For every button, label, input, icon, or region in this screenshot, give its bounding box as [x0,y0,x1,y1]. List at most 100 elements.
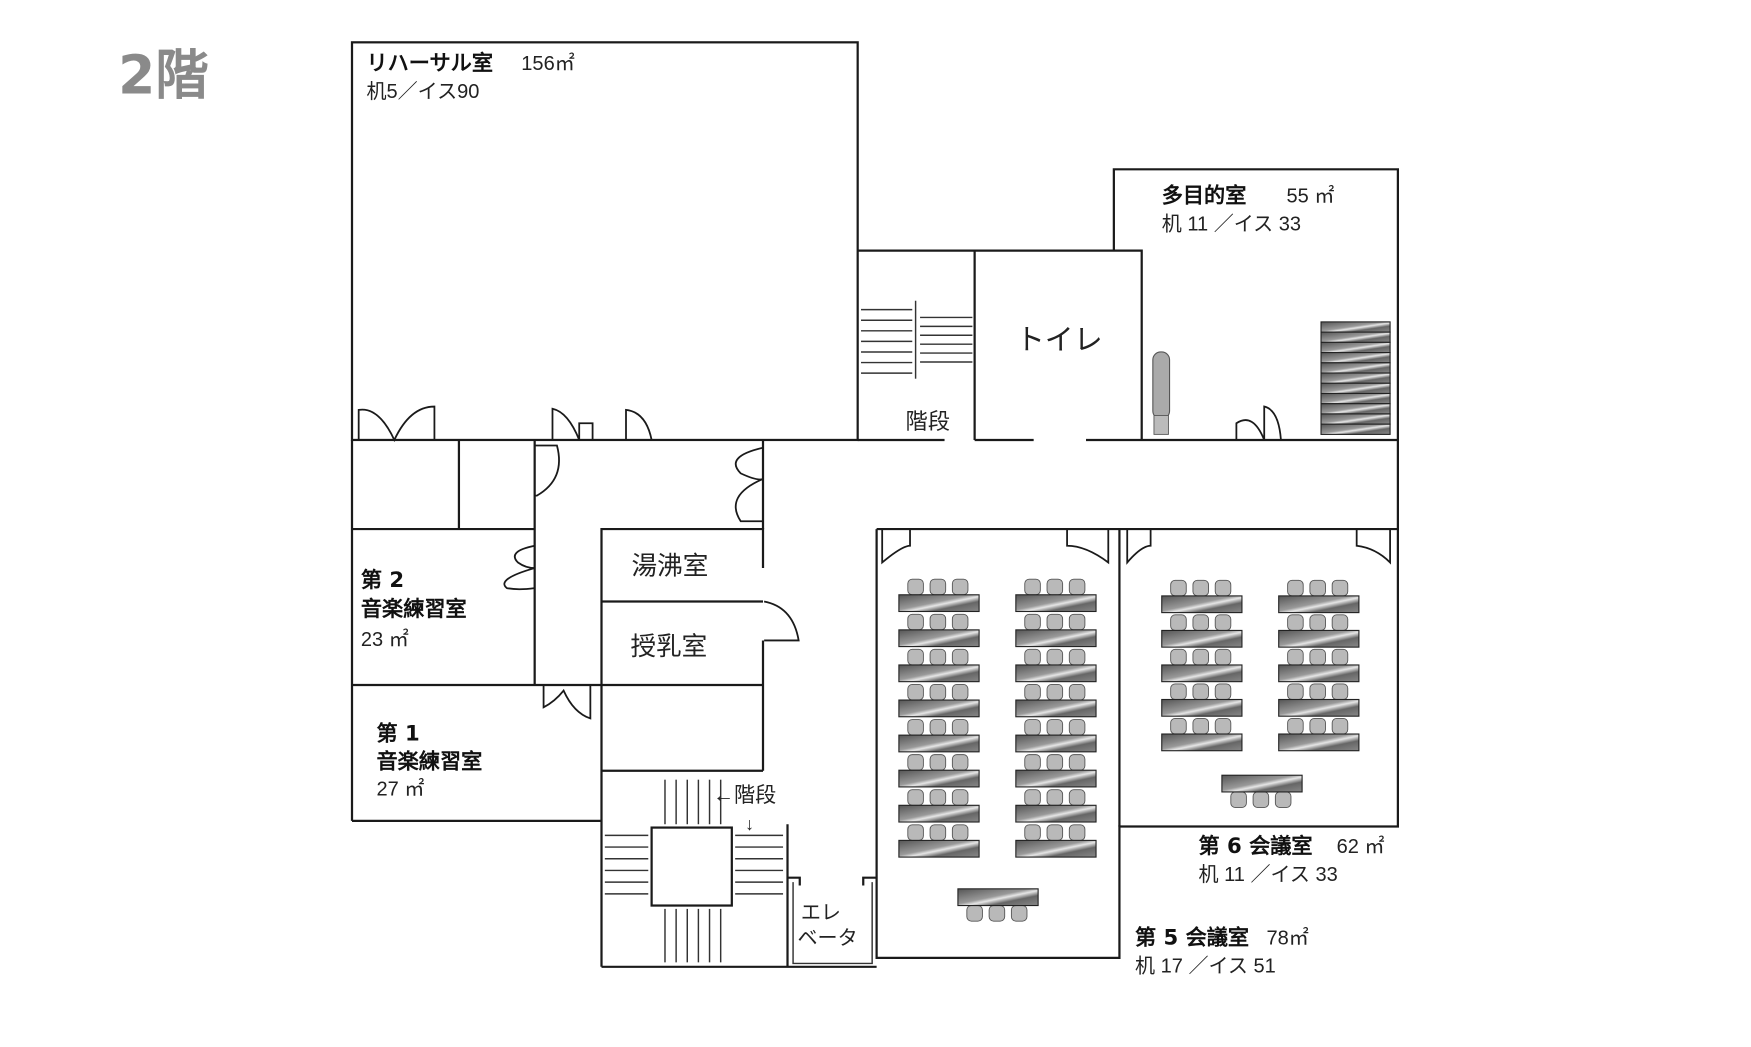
chair-icon [1024,684,1041,701]
meeting5-area: 78㎡ [1266,926,1308,950]
chair-icon [1068,578,1086,596]
stacked-desk [1320,413,1391,425]
upper-stairs-label: 階段 [906,409,951,434]
meeting6-furniture [1161,579,1360,808]
stacked-desk [1320,362,1391,374]
chair-icon [951,719,969,736]
chair-icon [1331,717,1349,735]
desk-icon [1278,664,1360,683]
chair-icon [907,754,924,771]
stacked-desks-icon [1320,321,1391,435]
chair-icon [1287,579,1304,597]
chair-icon [1068,648,1086,666]
chair-icon [1068,613,1086,631]
desk-icon [898,769,980,788]
chair-icon [1214,648,1232,666]
chair-icon [1252,791,1270,808]
chair-icon [1024,824,1041,841]
stacked-desk [1320,392,1391,405]
stacked-desk [1320,382,1391,395]
chair-icon [1046,719,1064,736]
chair-icon [1068,754,1086,771]
chair-icon [1309,683,1326,700]
stacked-desk [1320,423,1391,435]
practice2-name-line2: 音楽練習室 [361,596,467,621]
chair-icon [951,578,969,596]
stacked-desk [1320,341,1391,354]
chair-icon [1287,717,1304,735]
chair-icon [1192,648,1209,666]
chair-icon [929,684,947,701]
kitchen-label: 湯沸室 [632,552,709,581]
chair-icon [1274,791,1292,808]
chair-icon [1024,578,1041,596]
chair-icon [929,719,947,736]
desk-icon [898,629,980,648]
nursing-room-label: 授乳室 [630,632,707,661]
chair-icon [1287,614,1304,631]
practice1-name-line2: 音楽練習室 [377,749,483,774]
desk-icon [1161,629,1243,648]
toilet-label: トイレ [1016,325,1103,357]
chair-icon [1024,789,1041,806]
chair-icon [929,824,947,841]
chair-icon [1309,579,1326,597]
chair-icon [1331,648,1349,666]
chair-icon [1046,824,1064,841]
chair-icon [1214,683,1232,700]
meeting6-name: 第 6 会議室 [1199,833,1313,858]
chair-icon [907,684,924,701]
chair-icon [1170,579,1187,597]
chair-icon [907,789,924,806]
chair-icon [1214,717,1232,735]
rehearsal-room-furniture: 机5／イス90 [366,80,479,103]
chair-icon [1331,614,1349,631]
practice2-name-line1: 第 2 [361,567,404,592]
chair-icon [1214,614,1232,631]
meeting6-area: 62 ㎡ [1337,834,1385,858]
desk-icon [1278,698,1360,717]
doors [357,405,1391,720]
chair-icon [1331,683,1349,700]
chair-icon [907,824,924,841]
desk-icon [1015,804,1097,823]
multipurpose-room-name: 多目的室 [1162,183,1247,208]
chair-icon [1309,614,1326,631]
elevator-label-line2: ベータ [798,927,858,950]
desk-icon [1015,769,1097,788]
chair-icon [1214,579,1232,597]
desk-icon [1161,664,1243,683]
meeting5-furniture-text: 机 17 ／イス 51 [1135,954,1276,977]
stacked-desk [1320,331,1391,343]
stacked-desk [1320,321,1391,333]
chair-icon [1287,683,1304,700]
upper-stairs-icon [861,300,973,379]
chair-icon [1230,791,1247,808]
desk-icon [898,734,980,753]
multipurpose-room-area: 55 ㎡ [1287,184,1335,208]
chair-icon [1331,579,1349,597]
chair-icon [1192,614,1209,631]
chair-icon [1170,648,1187,666]
desk-icon [957,888,1039,907]
desk-icon [898,839,980,858]
desk-icon [1278,629,1360,648]
rehearsal-room-name: リハーサル室 [366,50,493,75]
chair-icon [951,684,969,701]
practice1-name-line1: 第 1 [377,721,420,746]
chair-icon [951,648,969,666]
practice2-area: 23 ㎡ [361,627,409,651]
desk-icon [1015,664,1097,683]
chair-icon [1192,683,1209,700]
chair-icon [1309,648,1326,666]
chair-icon [951,789,969,806]
chair-icon [988,905,1006,922]
walls [350,41,1399,968]
lower-stairs-icon [604,779,784,963]
chair-icon [1046,578,1064,596]
desk-icon [1161,595,1243,614]
chair-icon [1046,789,1064,806]
chair-icon [1068,789,1086,806]
rehearsal-room-area: 156㎡ [521,51,574,75]
chair-icon [929,613,947,631]
